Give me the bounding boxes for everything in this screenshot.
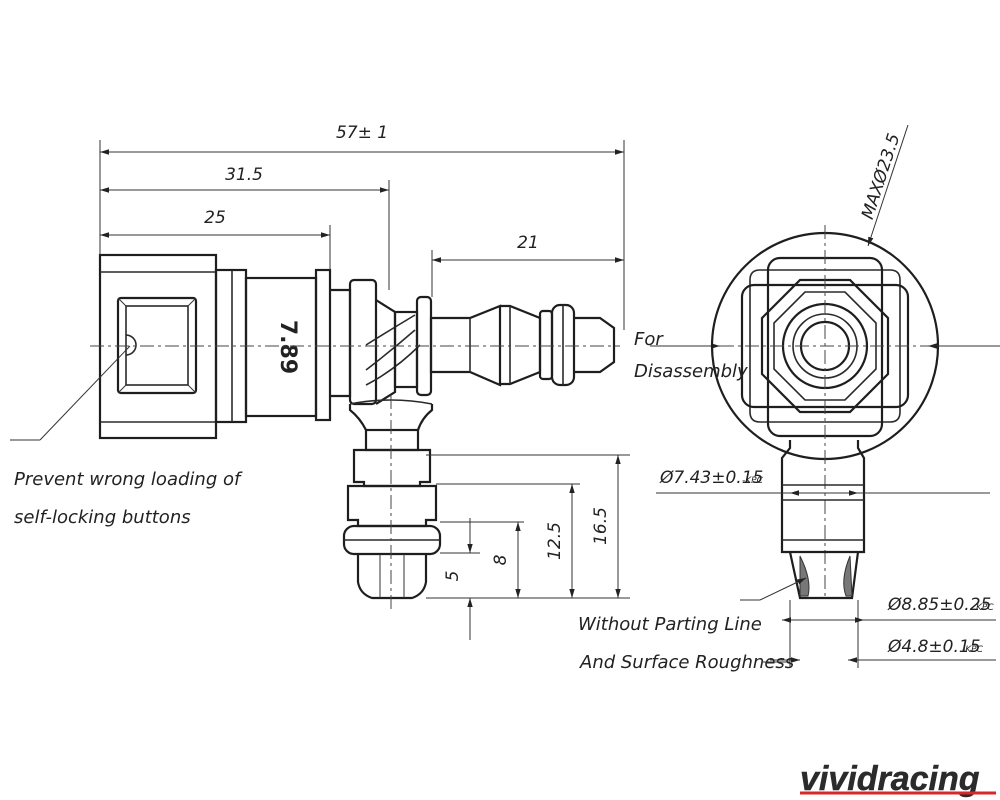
dim-connector-length: 25: [204, 208, 226, 228]
note-prevent-line1: Prevent wrong loading of: [14, 469, 243, 490]
dim-max-diameter: MAXØ23.5: [858, 131, 904, 222]
dim-diameter-c-suffix: -KPC: [962, 645, 984, 655]
dim-diameter-c: Ø4.8±0.15: [887, 637, 981, 657]
note-parting-line2: And Surface Roughness: [579, 652, 794, 673]
dim-overall-length: 57± 1: [336, 123, 388, 143]
notes-left: Prevent wrong loading of self-locking bu…: [10, 329, 748, 528]
part-marking: 7.89: [275, 320, 300, 374]
dim-height-a: 16.5: [591, 507, 611, 545]
barb-tip: [574, 316, 616, 374]
note-disassembly-line2: Disassembly: [634, 361, 748, 382]
barb-2: [500, 304, 542, 386]
side-view: 7.89: [90, 253, 620, 610]
dim-height-c: 8: [491, 554, 511, 565]
hex-body: [760, 278, 890, 414]
dim-diameter-b-suffix: KPC: [976, 603, 994, 613]
side-dimensions: 57± 1 31.5 25 21 16.5 12.5 8 5: [99, 123, 630, 640]
note-disassembly-line1: For: [634, 329, 664, 350]
dim-barb-length: 21: [517, 233, 539, 253]
note-parting-line1: Without Parting Line: [578, 614, 762, 635]
watermark-logo: vividracing: [800, 760, 996, 798]
vertical-barb-tip: [356, 554, 428, 600]
dim-body-length: 31.5: [225, 165, 263, 185]
note-prevent-line2: self-locking buttons: [14, 507, 191, 528]
dim-height-d: 5: [443, 571, 463, 582]
dim-diameter-a-suffix: -KPC: [742, 476, 764, 486]
dim-diameter-b: Ø8.85±0.25: [887, 595, 991, 615]
end-view: MAXØ23.5 Ø7.43±0.15 -KPC Ø8.85±0.25 KPC …: [578, 124, 1000, 673]
dim-diameter-a: Ø7.43±0.15: [659, 468, 763, 488]
dim-height-b: 12.5: [545, 522, 565, 560]
